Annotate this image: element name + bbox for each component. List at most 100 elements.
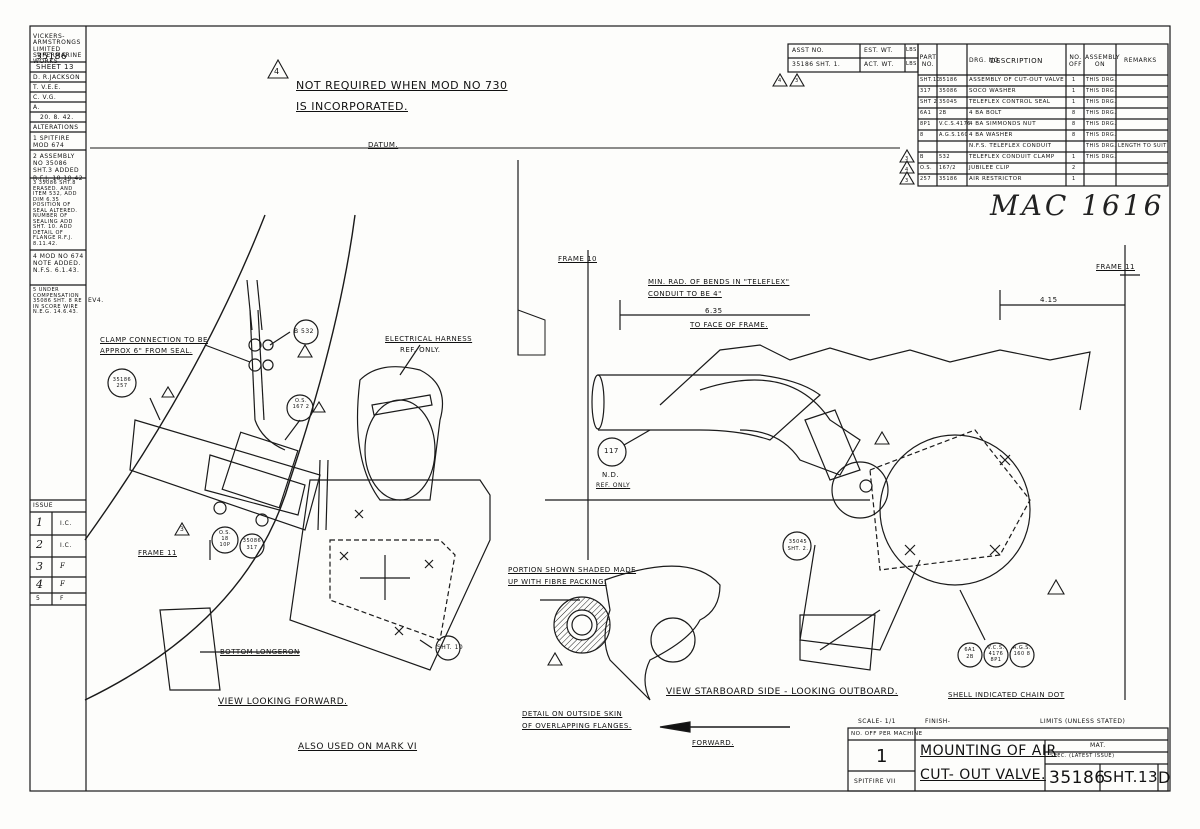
no-off-label: NO. OFF PER MACHINE — [851, 731, 923, 737]
parts-cell-on: THIS DRG. — [1086, 77, 1117, 83]
balloon-ags: A.G.S. 160 8 — [1012, 645, 1032, 657]
detail-caption-2: OF OVERLAPPING FLANGES. — [522, 722, 632, 730]
balloon-35086: 35086 317 — [242, 538, 262, 551]
parts-cell-on: THIS DRG. — [1086, 121, 1117, 127]
marker-3-forward: 3 — [180, 526, 185, 533]
parts-cell-drg: 532 — [939, 154, 951, 160]
finish-label: FINISH- — [925, 718, 951, 725]
title-sheet: SHT.13 — [1103, 768, 1159, 786]
parts-cell-on: THIS DRG. — [1086, 110, 1117, 116]
view-forward-caption: VIEW LOOKING FORWARD. — [218, 697, 348, 707]
limits-label: LIMITS (UNLESS STATED) — [1040, 718, 1126, 725]
act-wt-label: ACT. WT. — [864, 61, 894, 68]
issue-1-no: 1 — [36, 516, 44, 529]
parts-cell-on: THIS DRG. — [1086, 88, 1117, 94]
parts-cell-drg: 35186 — [939, 77, 958, 83]
parts-cell-part: 317 — [920, 88, 932, 94]
th-part-no: PART NO. — [919, 54, 937, 69]
balloon-35045: 35045 SHT. 2. — [787, 539, 809, 552]
parts-cell-desc: 4 BA BOLT — [969, 110, 1002, 116]
parts-cell-drg: A.G.S.160 — [939, 132, 969, 138]
strip-alt4: 4 MOD NO 674 NOTE ADDED. N.F.S. 6.1.43. — [33, 253, 84, 275]
parts-cell-on: THIS DRG. — [1086, 99, 1117, 105]
clamp-note-2: APPROX 6" FROM SEAL. — [100, 347, 193, 355]
mod-note-line2: IS INCORPORATED. — [296, 100, 408, 113]
strip-drawing-no: 35186 — [36, 52, 68, 62]
frame-10-label: FRAME 10 — [558, 255, 597, 263]
parts-cell-rem: LENGTH TO SUIT — [1118, 143, 1167, 149]
issue-3-by: F — [60, 562, 66, 570]
packing-note-2: UP WITH FIBRE PACKING. — [508, 578, 607, 586]
parts-cell-off: 8 — [1072, 121, 1076, 127]
parts-cell-desc: AIR RESTRICTOR — [969, 176, 1022, 182]
parts-cell-off: 2 — [1072, 165, 1076, 171]
parts-cell-drg: 35186 — [939, 176, 958, 182]
shell-note: SHELL INDICATED CHAIN DOT — [948, 691, 1065, 699]
strip-alterations-label: ALTERATIONS — [33, 124, 79, 131]
header-marker-3: 3 — [795, 78, 799, 84]
parts-cell-drg: 35045 — [939, 99, 958, 105]
title-block-frame — [847, 727, 1169, 792]
strip-date: 20. 8. 42. — [40, 114, 74, 121]
parts-row-marker: 4 — [905, 167, 909, 173]
parts-cell-off: 8 — [1072, 110, 1076, 116]
parts-row-marker: 3 — [905, 156, 909, 162]
datum-label: DATUM. — [368, 141, 399, 149]
issue-label: ISSUE — [33, 502, 54, 509]
balloon-sht10: SHT. 10 — [437, 644, 464, 651]
mat-label: MAT. — [1090, 742, 1106, 749]
parts-cell-on: THIS DRG. — [1086, 154, 1117, 160]
drawing-title-1: MOUNTING OF AIR — [920, 743, 1057, 759]
parts-cell-desc: TELEFLEX CONDUIT CLAMP — [969, 154, 1055, 160]
parts-cell-desc: 4 BA SIMMONDS NUT — [969, 121, 1037, 127]
issue-4-no: 4 — [36, 578, 44, 591]
mod-note-marker: 4 — [274, 67, 280, 76]
to-face-of-frame: TO FACE OF FRAME. — [690, 321, 768, 329]
electrical-harness-1: ELECTRICAL HARNESS — [385, 335, 473, 343]
strip-checked: C. V.G. — [33, 94, 57, 101]
revision-marker-4 — [267, 58, 289, 79]
frame-11-label: FRAME 11 — [1096, 263, 1135, 271]
parts-cell-desc: ASSEMBLY OF CUT-OUT VALVE — [969, 77, 1065, 83]
th-remarks: REMARKS — [1124, 57, 1157, 64]
forward-arrow-label: FORWARD. — [692, 739, 734, 747]
valve-body-forward — [289, 479, 491, 671]
handwritten-reference: MAC 1616 — [990, 189, 1165, 222]
parts-cell-part: B — [920, 154, 924, 160]
parts-cell-drg: 2B — [939, 110, 947, 116]
sheet-border — [29, 25, 1171, 792]
balloon-6a1: 6A1 2B — [964, 647, 976, 660]
no-off-value: 1 — [876, 746, 888, 767]
packing-note-1: PORTION SHOWN SHADED MADE — [508, 566, 637, 574]
issue-2-by: I.C. — [60, 542, 72, 549]
parts-cell-part: O.S. — [920, 165, 933, 171]
drawing-title-2: CUT- OUT VALVE. — [920, 767, 1046, 783]
parts-cell-drg: V.C.S.4176 — [939, 121, 971, 127]
strip-alt1: 1 SPITFIRE MOD 674 — [33, 135, 70, 150]
issue-3-no: 3 — [36, 560, 44, 573]
parts-cell-off: 8 — [1072, 132, 1076, 138]
parts-cell-desc: JUBILEE CLIP — [969, 165, 1010, 171]
electrical-harness-2: REF. ONLY. — [400, 346, 441, 354]
balloon-os-167: O.S. 167 2 — [292, 398, 310, 410]
assy-no-value: 35186 SHT. 1. — [792, 61, 841, 68]
company-name: VICKERS-ARMSTRONGS LIMITED SUPERMARINE W… — [33, 33, 82, 66]
strip-traced: T. V.E.E. — [33, 84, 61, 91]
issue-5-by: F — [60, 595, 64, 602]
balloon-b532: B 532 — [294, 328, 314, 335]
parts-cell-drg: 35086 — [939, 88, 958, 94]
strip-alt3: 3 35086 SHT.8 ERASED. AND ITEM 532, ADD … — [33, 180, 78, 247]
balloon-vcs: V.C.S. 4176 8P1 — [987, 645, 1005, 663]
issue-1-by: I.C. — [60, 520, 72, 527]
nd-label: N.D. — [602, 471, 620, 479]
parts-cell-desc: 4 BA WASHER — [969, 132, 1013, 138]
parts-cell-desc: SOCO WASHER — [969, 88, 1017, 94]
mod-note-line1: NOT REQUIRED WHEN MOD NO 730 — [296, 79, 508, 92]
lbs-label-1: LBS — [906, 47, 917, 53]
ref-only-label: REF. ONLY — [596, 482, 631, 489]
issue-2-no: 2 — [36, 538, 44, 551]
parts-cell-part: 257 — [920, 176, 932, 182]
th-assembly-on: ASSEMBLY ON — [1085, 54, 1121, 69]
